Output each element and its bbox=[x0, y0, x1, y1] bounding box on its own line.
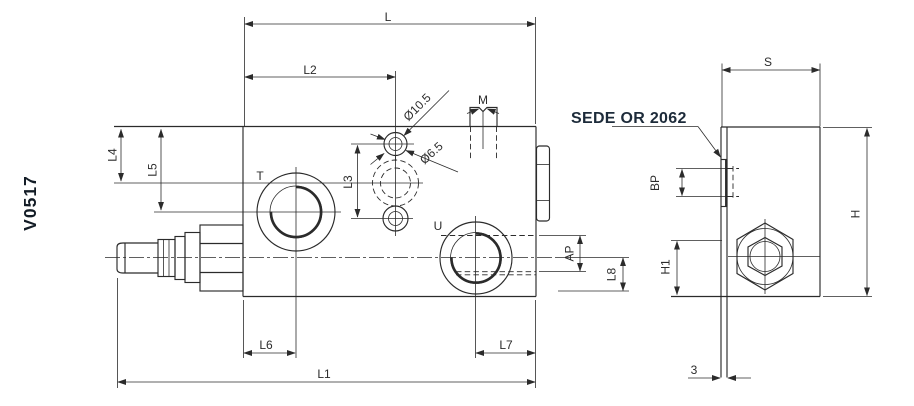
dim-label-H: H bbox=[849, 210, 863, 219]
dim-label-L6: L6 bbox=[259, 338, 273, 352]
port-label-U: U bbox=[434, 219, 443, 233]
side-body-outline bbox=[671, 126, 821, 378]
dim-label-L: L bbox=[385, 10, 392, 24]
hex-plug-face bbox=[728, 219, 820, 294]
hole-dia-leaders bbox=[370, 90, 459, 173]
dim-label-BP: BP bbox=[648, 175, 662, 191]
valve-body-outline bbox=[114, 125, 537, 298]
dim-label-L8: L8 bbox=[605, 268, 619, 282]
hidden-passage bbox=[441, 235, 536, 276]
hole-dia-small-label: Ø6.5 bbox=[417, 139, 446, 167]
dim-label-S: S bbox=[764, 55, 772, 69]
dim-label-plate-3: 3 bbox=[691, 363, 698, 377]
front-view: T U bbox=[105, 93, 560, 358]
mount-hole-top bbox=[351, 131, 414, 157]
side-dimensions: S H H1 BP 3 bbox=[648, 55, 872, 381]
dim-label-H1: H1 bbox=[659, 259, 673, 275]
mount-hole-bottom bbox=[351, 205, 413, 232]
dim-label-AP: AP bbox=[563, 245, 577, 261]
part-code: V0517 bbox=[20, 175, 40, 231]
port-U bbox=[439, 216, 513, 358]
side-view bbox=[671, 126, 821, 378]
dim-label-L2: L2 bbox=[303, 63, 317, 77]
dim-label-L3: L3 bbox=[341, 175, 355, 189]
port-label-T: T bbox=[256, 169, 264, 183]
thread-boss-M bbox=[466, 106, 500, 159]
dim-label-L1: L1 bbox=[317, 367, 331, 381]
or-seat-groove bbox=[721, 158, 728, 208]
dim-label-L7: L7 bbox=[499, 338, 513, 352]
seat-callout: SEDE OR 2062 bbox=[571, 110, 721, 158]
port-label-M: M bbox=[478, 93, 488, 107]
side-plug-right bbox=[535, 145, 551, 222]
front-dimensions: L L2 L4 L5 L3 L6 L7 L1 AP L8 bbox=[106, 10, 629, 388]
dim-label-L5: L5 bbox=[146, 163, 160, 177]
hidden-cavity-circle bbox=[372, 156, 419, 236]
dim-label-L4: L4 bbox=[106, 148, 120, 162]
port-T bbox=[154, 167, 341, 358]
seat-callout-text: SEDE OR 2062 bbox=[571, 110, 687, 127]
hole-dia-large-label: Ø10.5 bbox=[401, 90, 434, 123]
bp-hidden-hole bbox=[727, 166, 739, 199]
cartridge-valve bbox=[116, 224, 244, 292]
